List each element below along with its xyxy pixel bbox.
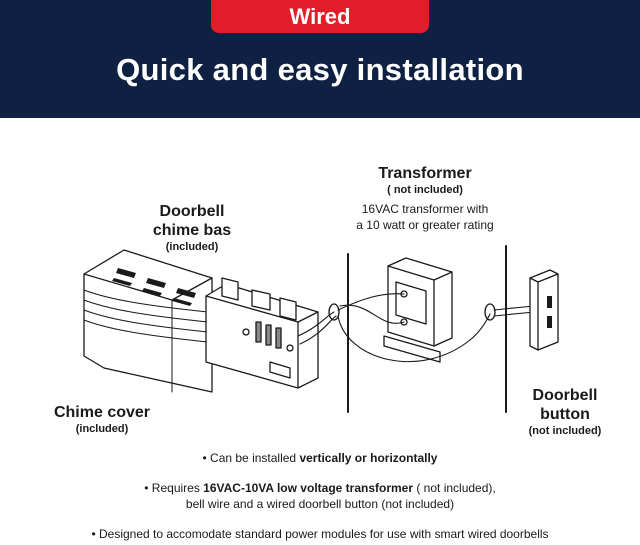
page-title: Quick and easy installation xyxy=(116,52,524,87)
transformer-label: Transformer ( not included) 16VAC transf… xyxy=(345,165,505,233)
chime-base-label: Doorbell chime bas (included) xyxy=(132,203,252,254)
header-banner: Wired Quick and easy installation xyxy=(0,0,640,118)
note-1-text: • Can be installed xyxy=(202,451,300,465)
transformer-illustration xyxy=(383,257,453,363)
doorbell-button-label: Doorbell button (not included) xyxy=(516,387,614,438)
note-2-text: • Requires xyxy=(144,481,204,495)
wire-hole-left xyxy=(328,303,340,321)
note-3-text: • Designed to accomodate standard power … xyxy=(91,527,549,541)
chime-cover-note: (included) xyxy=(75,422,129,435)
doorbell-button-line-1: Doorbell xyxy=(532,387,598,404)
installation-diagram xyxy=(83,245,559,413)
wired-badge: Wired xyxy=(211,0,429,33)
transformer-title: Transformer xyxy=(378,165,472,182)
note-1-bold: vertically or horizontally xyxy=(299,451,438,465)
doorbell-button-note: (not included) xyxy=(528,424,602,437)
transformer-desc-1: 16VAC transformer with xyxy=(361,201,489,216)
chime-base-line-1: Doorbell xyxy=(159,203,225,220)
note-power-modules: • Designed to accomodate standard power … xyxy=(0,526,640,542)
chime-base-line-2: chime bas xyxy=(152,221,232,239)
note-2-line-2: bell wire and a wired doorbell button (n… xyxy=(185,497,455,512)
chime-base-illustration xyxy=(205,277,319,389)
bell-wires xyxy=(297,293,535,363)
note-requirements: • Requires 16VAC-10VA low voltage transf… xyxy=(0,480,640,512)
wire-hole-right xyxy=(484,303,496,321)
note-orientation: • Can be installed vertically or horizon… xyxy=(0,450,640,466)
chime-cover-label: Chime cover (included) xyxy=(38,404,166,436)
chime-cover-illustration xyxy=(83,249,213,393)
note-2-post: ( not included), xyxy=(413,481,496,495)
chime-base-note: (included) xyxy=(165,240,219,253)
transformer-note: ( not included) xyxy=(387,183,463,196)
chime-cover-title: Chime cover xyxy=(53,404,151,421)
doorbell-button-line-2: button xyxy=(540,405,590,423)
note-2-bold: 16VAC-10VA low voltage transformer xyxy=(203,481,414,495)
doorbell-button-illustration xyxy=(529,269,559,351)
cover-vents xyxy=(112,268,196,306)
transformer-desc-2: a 10 watt or greater rating xyxy=(356,218,494,233)
